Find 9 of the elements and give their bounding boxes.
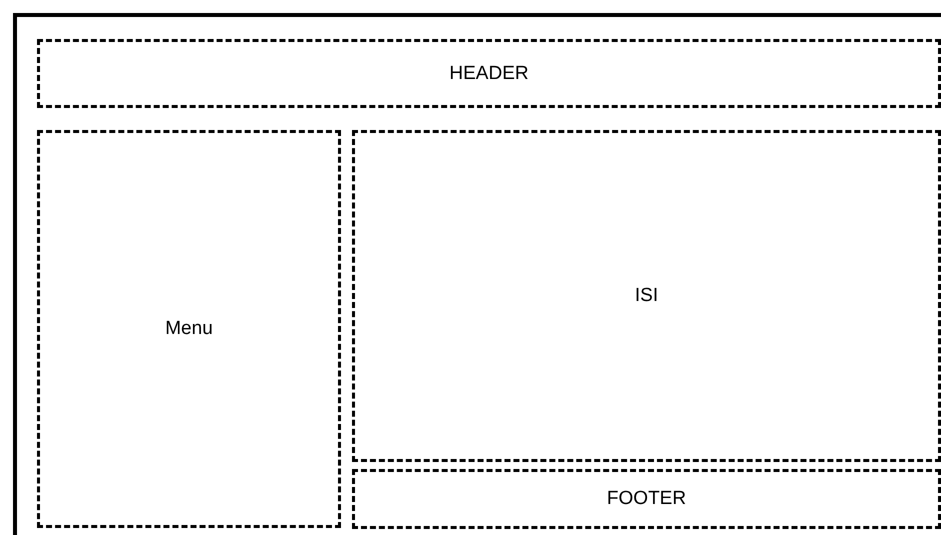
region-label: Menu	[165, 318, 213, 340]
page-frame	[13, 13, 941, 535]
header-region	[37, 39, 941, 108]
region-label: FOOTER	[606, 488, 686, 510]
menu-region	[37, 130, 341, 528]
region-label: HEADER	[449, 62, 529, 84]
region-label: ISI	[634, 285, 658, 307]
footer-region	[352, 469, 941, 529]
content-region	[352, 130, 941, 462]
